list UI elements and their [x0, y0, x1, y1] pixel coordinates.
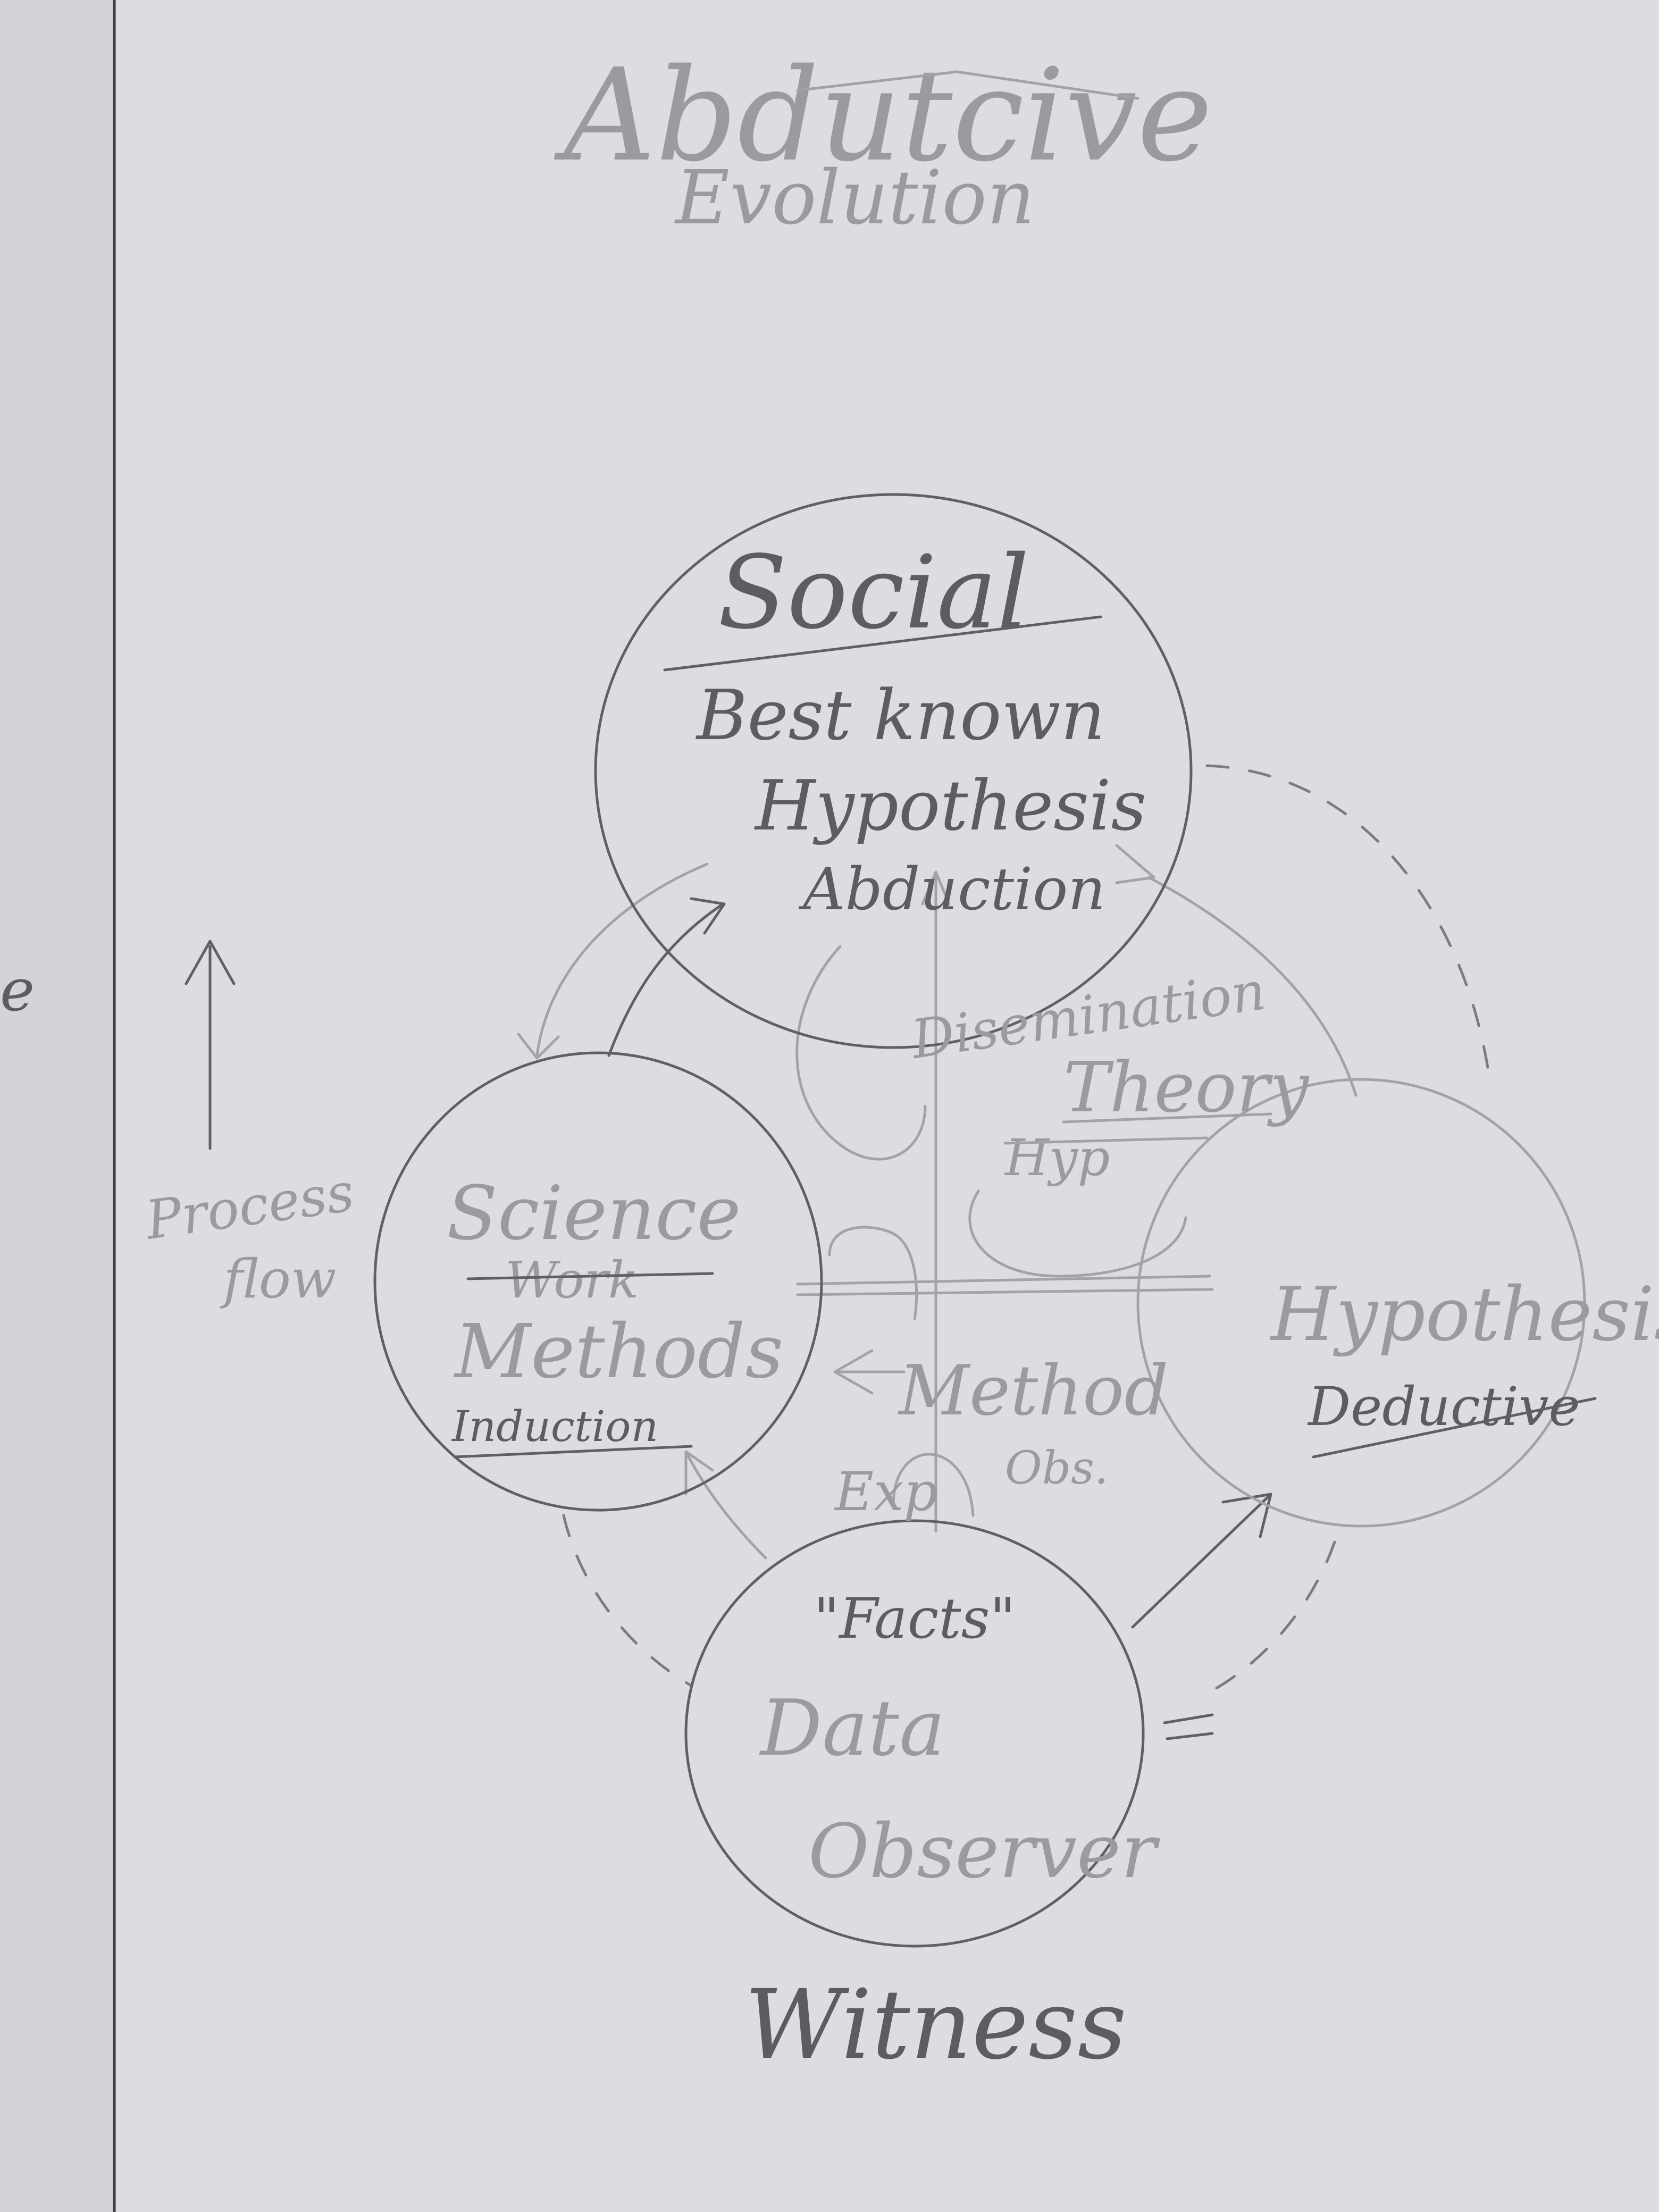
process-flow-line-2: flow	[220, 1248, 337, 1310]
title-underline-stroke	[796, 70, 1139, 100]
method-label: Method	[898, 1350, 1169, 1431]
data-to-science-arrow	[684, 1450, 767, 1560]
science-line-1: Methods	[453, 1309, 783, 1395]
struck-hyp-label: Hyp	[1004, 1129, 1110, 1187]
title-line-1: Abdutcive	[554, 41, 1212, 190]
science-strikethrough	[466, 1272, 714, 1280]
data-line-1: Data	[759, 1683, 945, 1773]
science-node-circle	[373, 1051, 823, 1512]
witness-label: Witness	[744, 1970, 1127, 2081]
science-struck-word: Work	[505, 1251, 639, 1310]
social-hypothesis-arrowhead	[1115, 844, 1155, 884]
inner-loop-center	[828, 1226, 918, 1320]
left-edge-char: e	[0, 956, 35, 1024]
hypothesis-node-circle	[1136, 1078, 1586, 1528]
inner-loop-exp	[892, 1453, 975, 1517]
hypothesis-line-1: Deductive	[1307, 1376, 1580, 1438]
inner-loop-left	[795, 945, 927, 1161]
struck-hyp-strikethrough	[1003, 1136, 1209, 1145]
social-line-2: Hypothesis	[754, 765, 1146, 846]
social-to-hypothesis-arc	[1147, 876, 1358, 1097]
process-flow-line-1: Process	[141, 1161, 358, 1252]
social-line-1: Best known	[696, 675, 1105, 756]
science-to-social-arrowhead	[690, 897, 726, 935]
social-to-science-arrowhead	[517, 1033, 560, 1060]
equals-mark	[1163, 1713, 1214, 1740]
science-hypothesis-connector-2	[796, 1275, 1211, 1286]
hypothesis-heading: Hypothesis	[1269, 1271, 1659, 1358]
social-to-science-arrow	[535, 862, 709, 1057]
science-heading: Science	[447, 1170, 741, 1257]
data-to-hypothesis-arrowhead	[1221, 1493, 1272, 1538]
method-to-science-arrow	[833, 1349, 906, 1395]
science-to-data-dashed-arrow	[562, 1514, 693, 1687]
data-to-science-arrowhead	[684, 1450, 714, 1496]
social-heading: Social	[718, 534, 1029, 651]
title-line-2: Evolution	[674, 155, 1035, 241]
hypothesis-line-1-underline	[1312, 1397, 1597, 1459]
paper-left-margin	[0, 0, 114, 2212]
science-to-social-arrow	[607, 902, 725, 1057]
science-line-2-underline	[453, 1445, 693, 1459]
outer-dashed-loop	[1205, 764, 1490, 1076]
obs-label: Obs.	[1005, 1442, 1109, 1495]
theory-underline	[1062, 1112, 1272, 1124]
social-line-3: Abduction	[798, 855, 1105, 923]
social-node-circle	[594, 493, 1193, 1049]
data-quote: "Facts"	[814, 1586, 1016, 1651]
data-node-circle	[684, 1519, 1145, 1948]
exp-label: Exp	[834, 1461, 937, 1523]
hypothesis-to-data-dashed-arrow	[1200, 1540, 1336, 1698]
social-heading-underline	[663, 615, 1102, 672]
inner-loop-right	[968, 1189, 1187, 1278]
science-line-2: Induction	[451, 1402, 658, 1451]
science-hypothesis-connector	[796, 1288, 1214, 1296]
data-line-2: Observer	[808, 1808, 1160, 1895]
theory-label: Theory	[1063, 1047, 1310, 1128]
data-to-hypothesis-arrow	[1131, 1493, 1272, 1629]
process-flow-arrowhead	[185, 940, 236, 985]
data-to-social-arrowhead	[921, 870, 951, 906]
